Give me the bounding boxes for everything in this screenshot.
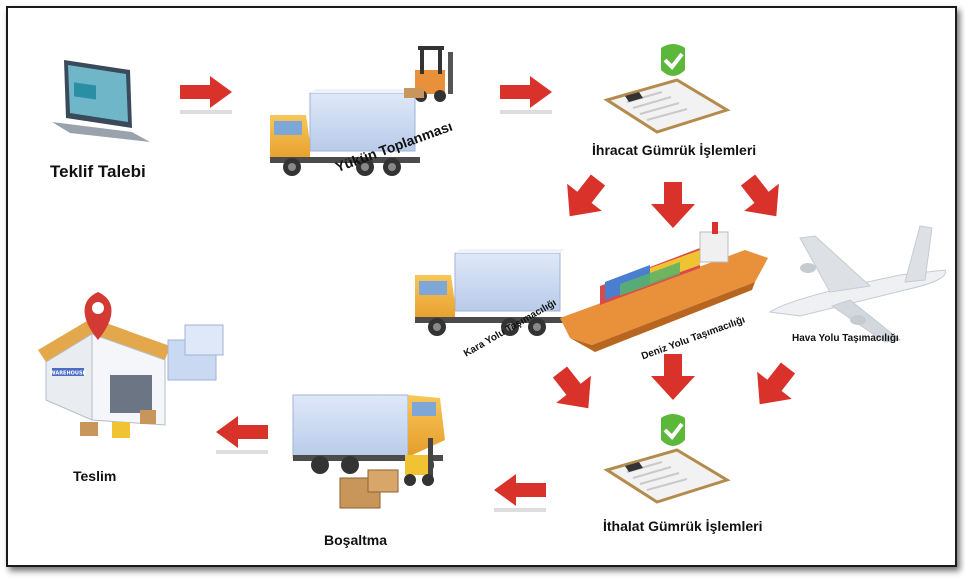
arrow-converge-center — [651, 354, 695, 400]
label-ithalat-gumruk: İthalat Gümrük İşlemleri — [603, 518, 763, 534]
unloading-truck-icon — [292, 394, 445, 509]
label-ihracat-gumruk: İhracat Gümrük İşlemleri — [592, 142, 757, 158]
arrow-converge-left — [542, 358, 606, 422]
road-transport-truck-icon — [414, 248, 566, 337]
arrow-down-right — [730, 166, 794, 230]
warehouse-sign: WAREHOUSE — [50, 371, 87, 377]
forklift-icon — [404, 46, 453, 102]
label-teklif-talebi: Teklif Talebi — [50, 162, 146, 181]
label-teslim: Teslim — [73, 468, 117, 484]
airplane-icon — [768, 225, 946, 343]
arrow-down-center — [651, 182, 695, 228]
arrow-right-2 — [500, 76, 552, 114]
location-pin-icon — [84, 292, 112, 340]
label-bosaltma: Boşaltma — [324, 532, 388, 548]
arrow-converge-right — [742, 354, 806, 418]
arrow-down-left — [552, 166, 616, 230]
export-customs-icon — [605, 42, 729, 134]
import-customs-icon — [605, 412, 729, 504]
laptop-icon — [52, 60, 150, 142]
warehouse-icon: WAREHOUSE — [38, 292, 224, 438]
arrow-left-2 — [216, 416, 268, 454]
arrow-left-1 — [494, 474, 546, 512]
cargo-ship-icon — [560, 222, 768, 352]
arrow-right-1 — [180, 76, 232, 114]
label-hava-yolu: Hava Yolu Taşımacılığı — [792, 333, 899, 344]
